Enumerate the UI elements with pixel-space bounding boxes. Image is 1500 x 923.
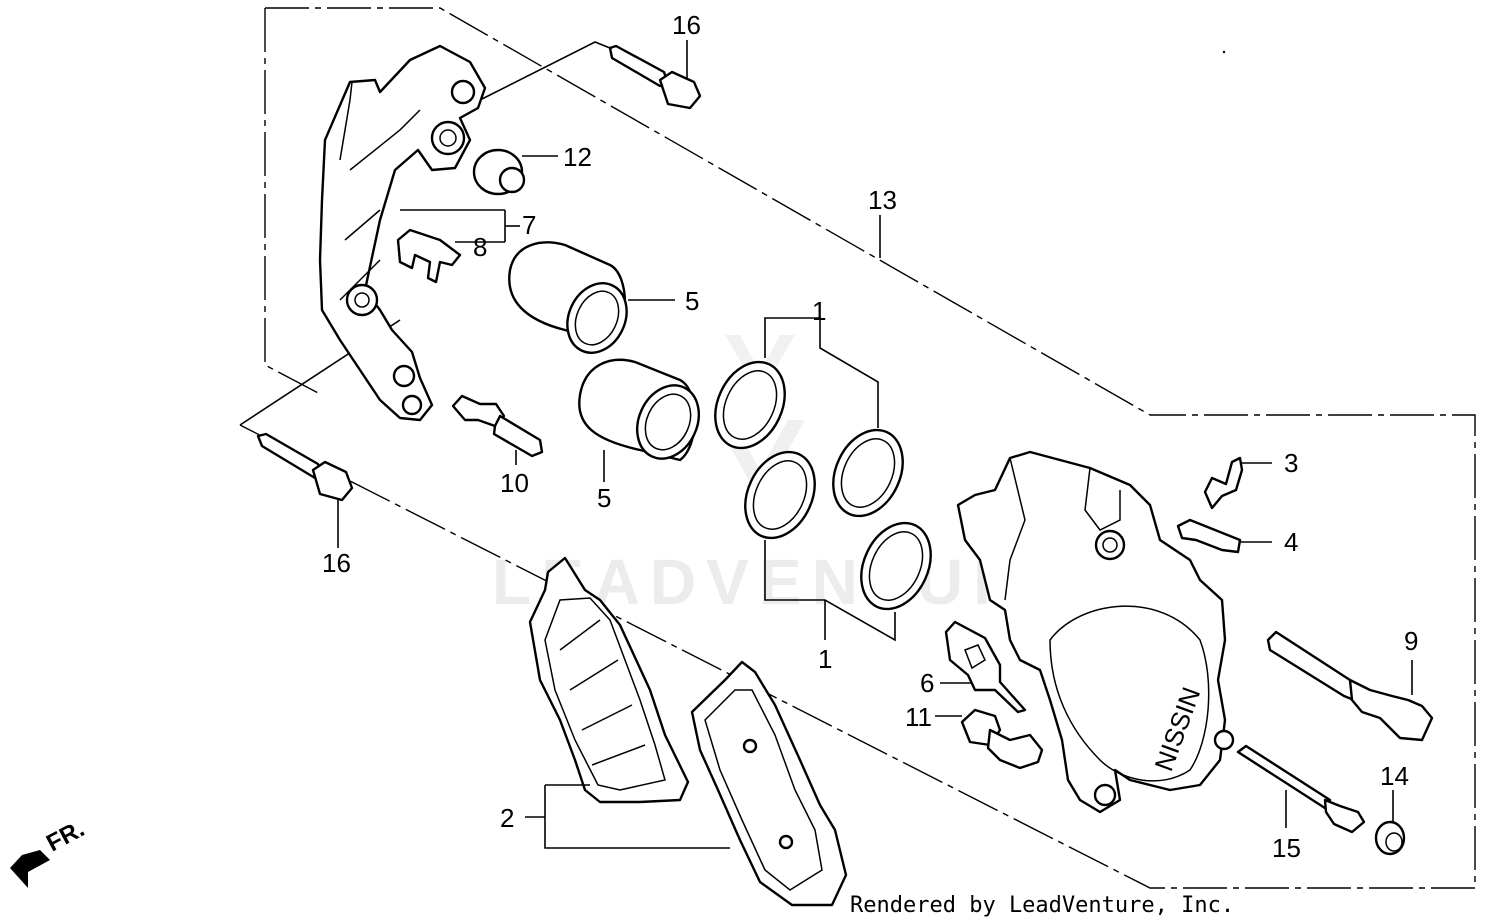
callout-7: 7 [522,210,536,240]
callout-8: 8 [473,232,487,262]
seal-ring-part-1 [714,360,932,611]
caliper-assembly-outline [239,414,1476,889]
brake-pad-part-2-front [528,556,690,804]
bleeder-cap-part-4 [1176,518,1242,554]
pin-part-10 [451,394,544,458]
callout-labels: 1 1 2 3 4 5 5 6 7 8 9 10 11 12 13 14 15 … [322,10,1418,863]
pad-retainer-part-6 [944,620,1027,714]
callout-6: 6 [920,668,934,698]
speck [1222,50,1226,54]
brake-pad-part-2-rear [690,660,848,907]
front-indicator-label: FR. [42,815,89,857]
callout-16-top: 16 [672,10,701,40]
callout-14: 14 [1380,761,1409,791]
callout-1-lower: 1 [818,644,832,674]
pin-bolt-part-9 [1266,630,1434,742]
callout-4: 4 [1284,527,1298,557]
callout-5-upper: 5 [685,286,699,316]
callout-15: 15 [1272,833,1301,863]
caliper-bracket-part [318,44,487,422]
bolt-part-16-bottom [256,432,354,502]
callout-2: 2 [500,803,514,833]
bracket-group-outline [264,7,1151,416]
pad-spring-part [396,228,462,284]
pin-part-15 [1236,744,1366,834]
callout-10: 10 [500,468,529,498]
bolt-part-16-top [608,44,702,110]
leader-lines [337,40,1413,849]
callout-16-bottom: 16 [322,548,351,578]
piston-part-5-lower [578,358,701,462]
callout-11: 11 [905,702,932,732]
leader-bolt-top [479,41,611,101]
callout-5-lower: 5 [597,483,611,513]
callout-3: 3 [1284,448,1298,478]
piston-part-5-upper [508,241,628,354]
bleeder-valve-part-3 [1203,456,1244,510]
boot-part-12 [472,148,526,196]
boot-part-14 [1374,820,1406,856]
callout-9: 9 [1404,626,1418,656]
credit-text: Rendered by LeadVenture, Inc. [850,893,1234,918]
pin-part-11 [960,708,1044,770]
callout-1-upper: 1 [812,296,826,326]
callout-12: 12 [563,142,592,172]
caliper-body-part: NISSIN [956,450,1235,814]
front-arrow-icon [10,850,50,888]
callout-13: 13 [868,185,897,215]
